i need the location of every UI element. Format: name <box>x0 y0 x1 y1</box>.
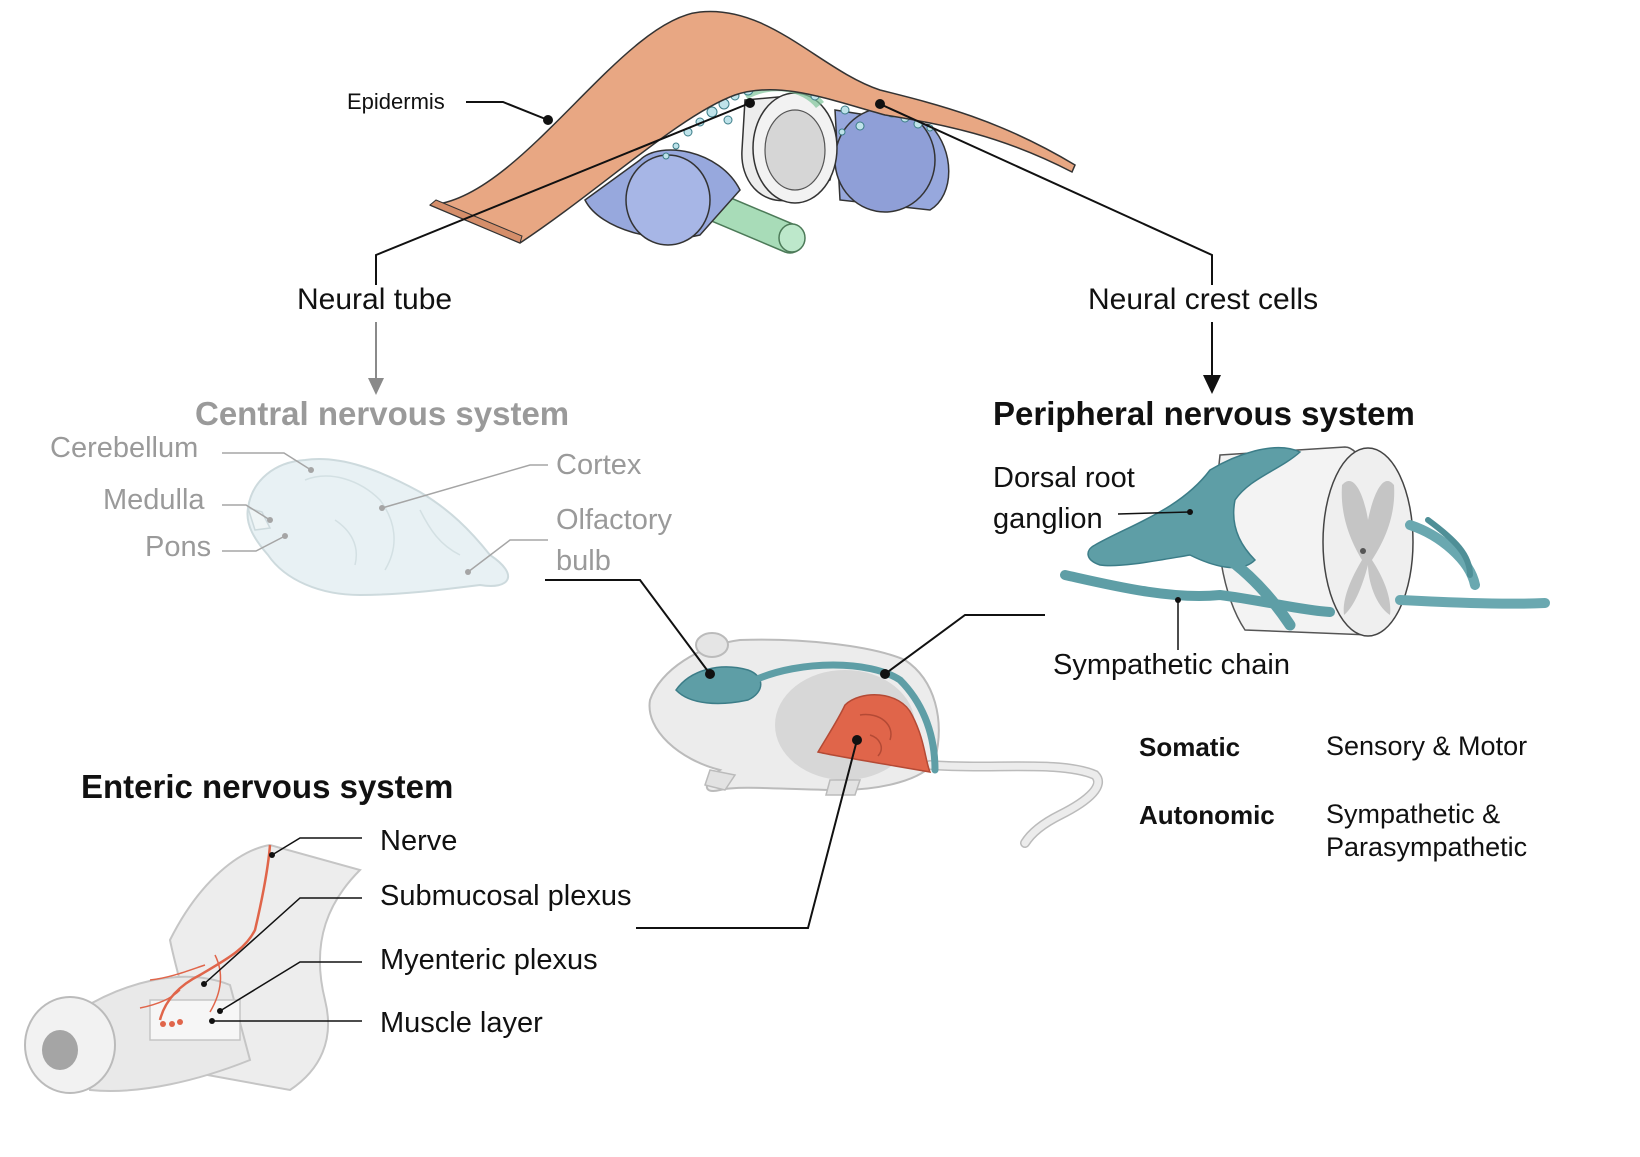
spinal-cord-illustration <box>1065 447 1545 636</box>
cortex-label: Cortex <box>556 449 641 482</box>
submucosal-plexus-label: Submucosal plexus <box>380 880 631 913</box>
drg-label-1: Dorsal root <box>993 462 1135 495</box>
muscle-layer-label: Muscle layer <box>380 1007 543 1040</box>
diagram-artwork <box>0 0 1568 1108</box>
autonomic-value-1: Sympathetic & <box>1326 799 1500 830</box>
somatic-key: Somatic <box>1139 732 1240 763</box>
cerebellum-label: Cerebellum <box>50 432 198 465</box>
cns-title: Central nervous system <box>195 395 569 433</box>
nerve-label: Nerve <box>380 825 457 858</box>
ens-title: Enteric nervous system <box>81 768 453 806</box>
somatic-value: Sensory & Motor <box>1326 731 1527 762</box>
autonomic-key: Autonomic <box>1139 800 1275 831</box>
neural-tube-label: Neural tube <box>297 283 452 317</box>
diagram-canvas: Epidermis Neural tube Neural crest cells… <box>0 0 1568 1108</box>
autonomic-value-2: Parasympathetic <box>1326 832 1527 863</box>
myenteric-plexus-label: Myenteric plexus <box>380 944 598 977</box>
gut-illustration <box>25 845 360 1093</box>
embryo-cross-section <box>430 11 1075 252</box>
pons-label: Pons <box>145 531 211 564</box>
drg-label-2: ganglion <box>993 503 1103 536</box>
pns-title: Peripheral nervous system <box>993 395 1415 433</box>
epidermis-label: Epidermis <box>347 89 445 115</box>
neural-crest-label: Neural crest cells <box>1088 283 1318 317</box>
mouse-illustration <box>650 633 1099 843</box>
sympathetic-chain-label: Sympathetic chain <box>1053 649 1290 682</box>
olfactory-label-1: Olfactory <box>556 504 672 537</box>
medulla-label: Medulla <box>103 484 205 517</box>
olfactory-label-2: bulb <box>556 545 611 578</box>
